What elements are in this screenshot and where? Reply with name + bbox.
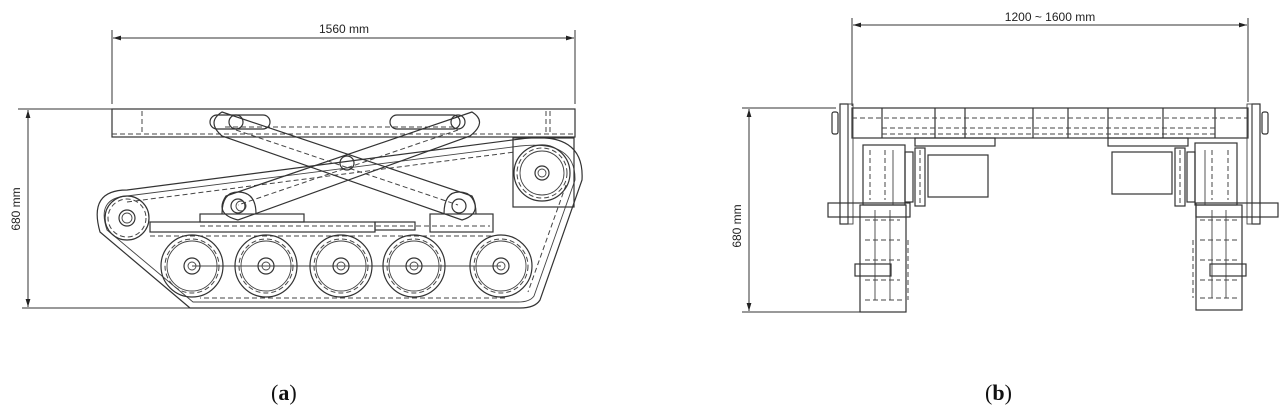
- width-dimension-label: 1200 ~ 1600 mm: [1005, 10, 1095, 24]
- panel-a-side-view: 1560 mm 680 mm: [9, 22, 583, 309]
- panel-b-front-view: 1200 ~ 1600 mm 680 mm: [730, 10, 1279, 313]
- idler-wheel: [104, 195, 150, 241]
- height-dimension-label-b: 680 mm: [730, 204, 744, 247]
- caption-paren-close: ): [1004, 380, 1012, 405]
- pivot-pin-icon: [451, 198, 467, 214]
- dimension-length: 1560 mm: [111, 22, 576, 104]
- caption-paren-close: ): [289, 380, 297, 405]
- caption-letter-a: a: [278, 380, 290, 405]
- road-wheel: [469, 234, 533, 298]
- lower-chassis: [149, 213, 494, 237]
- pivot-pin-icon: [339, 155, 355, 171]
- length-dimension-label: 1560 mm: [319, 22, 369, 36]
- scissor-arms: [213, 111, 481, 221]
- road-wheel: [234, 234, 298, 298]
- pivot-pin-icon: [230, 198, 246, 214]
- dimension-height-b: 680 mm: [730, 107, 860, 313]
- top-cross-beam: [831, 103, 1269, 225]
- dimension-height: 680 mm: [9, 108, 190, 309]
- caption-b: (b): [985, 380, 1012, 406]
- caption-paren-open: (: [985, 380, 993, 405]
- road-wheels: [160, 234, 533, 298]
- caption-a: (a): [271, 380, 297, 406]
- road-wheel: [160, 234, 224, 298]
- dimension-width: 1200 ~ 1600 mm: [851, 10, 1249, 106]
- road-wheel: [309, 234, 373, 298]
- caption-paren-open: (: [271, 380, 279, 405]
- pivot-pin-icon: [228, 114, 244, 130]
- road-wheel: [382, 234, 446, 298]
- left-motor-assembly: [827, 137, 996, 313]
- right-motor-assembly: [1107, 137, 1279, 311]
- height-dimension-label: 680 mm: [9, 187, 23, 230]
- drive-sprocket: [512, 137, 575, 208]
- caption-letter-b: b: [992, 380, 1005, 405]
- top-platform: [111, 108, 576, 138]
- pivot-pin-icon: [450, 114, 466, 130]
